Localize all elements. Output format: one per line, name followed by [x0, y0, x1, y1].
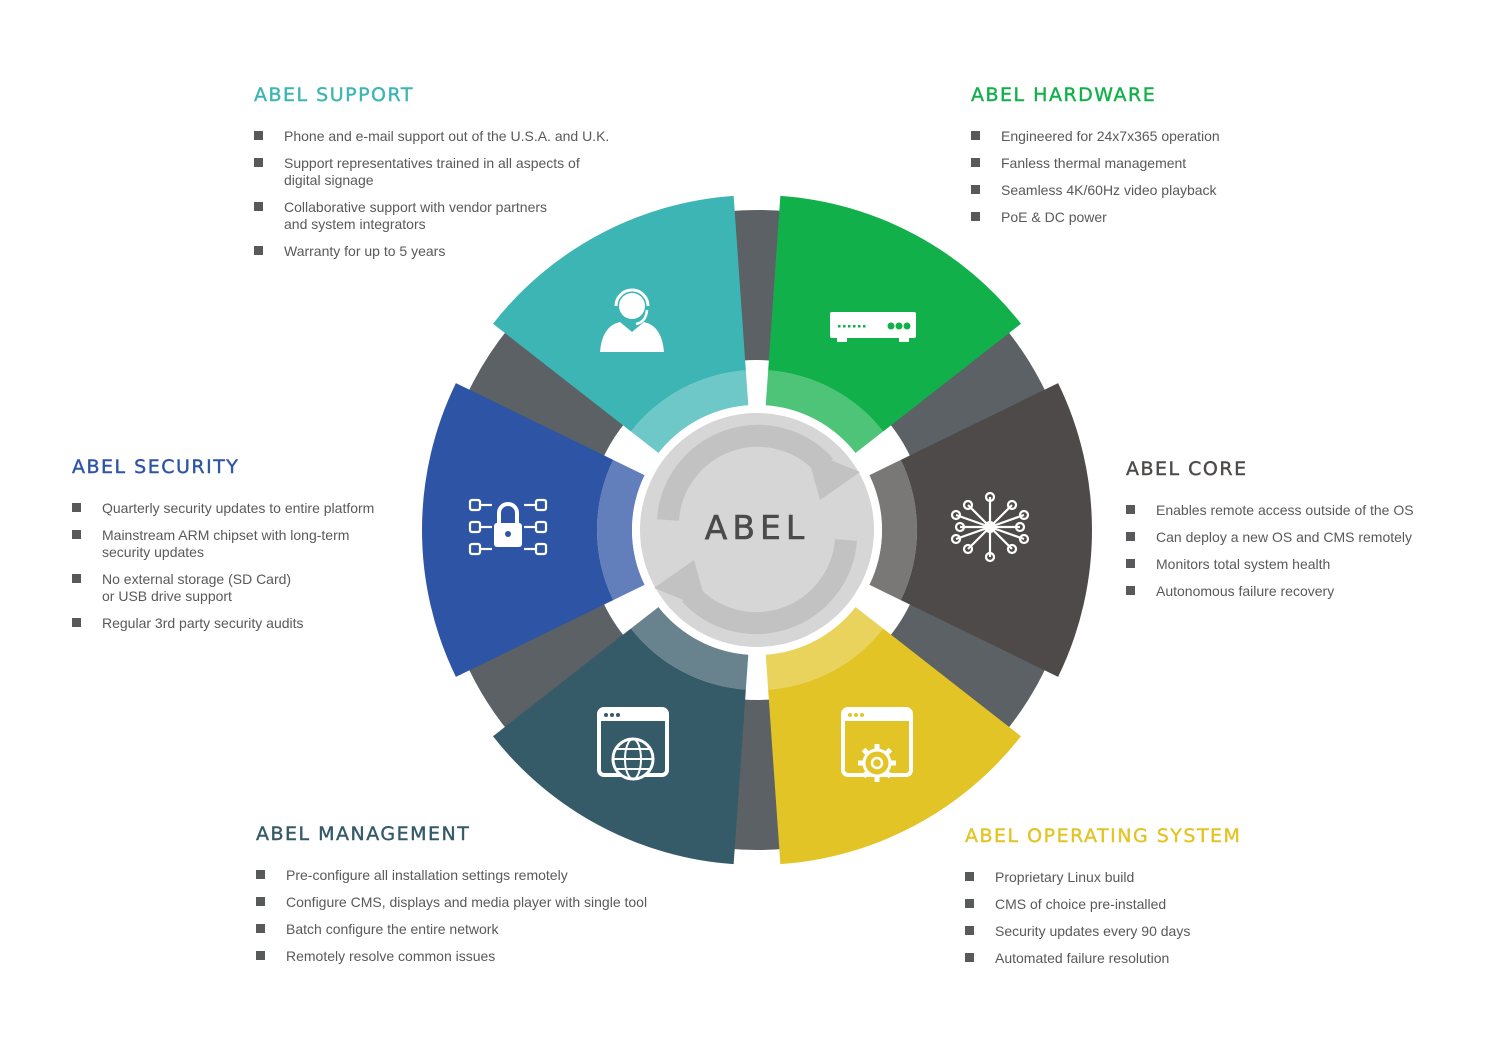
hardware-list-item: PoE & DC power — [971, 209, 1301, 226]
support-list-item: Warranty for up to 5 years — [254, 243, 634, 260]
management-list-item: Configure CMS, displays and media player… — [256, 894, 686, 911]
os-list-item-text: Automated failure resolution — [995, 950, 1170, 966]
security-list-item-text: security updates — [102, 544, 204, 560]
security-list-item-text: Mainstream ARM chipset with long-term — [102, 527, 350, 543]
management-list-item-text: Pre-configure all installation settings … — [286, 867, 568, 883]
core-list-item-text: Enables remote access outside of the OS — [1156, 502, 1414, 518]
support-list-item-text: digital signage — [284, 172, 374, 188]
security-list-item-text: Quarterly security updates to entire pla… — [102, 500, 375, 516]
hardware-list-item-text: PoE & DC power — [1001, 209, 1107, 225]
browser-globe-icon — [597, 707, 669, 781]
core-list-item-text: Can deploy a new OS and CMS remotely — [1156, 529, 1413, 545]
support-list-item-text: Collaborative support with vendor partne… — [284, 199, 548, 215]
os-list-item: Proprietary Linux build — [965, 869, 1345, 886]
security-inner-arc — [597, 459, 645, 601]
network-lock-icon — [468, 498, 548, 556]
support-list-item-text: Warranty for up to 5 years — [284, 243, 446, 259]
security-section: ABEL SECURITY Quarterly security updates… — [72, 456, 422, 642]
hardware-list-item: Seamless 4K/60Hz video playback — [971, 182, 1301, 199]
security-list-item: Regular 3rd party security audits — [72, 615, 422, 632]
os-list-item: Security updates every 90 days — [965, 923, 1345, 940]
core-section: ABEL CORE Enables remote access outside … — [1126, 458, 1456, 610]
support-list-item: Phone and e-mail support out of the U.S.… — [254, 128, 634, 145]
os-list-item-text: Security updates every 90 days — [995, 923, 1191, 939]
hardware-list-item-text: Engineered for 24x7x365 operation — [1001, 128, 1220, 144]
security-list-item-text: No external storage (SD Card) — [102, 571, 292, 587]
hardware-list-item: Engineered for 24x7x365 operation — [971, 128, 1301, 145]
media-player-icon — [830, 312, 916, 342]
core-list-item: Can deploy a new OS and CMS remotely — [1126, 529, 1456, 546]
core-list-item: Monitors total system health — [1126, 556, 1456, 573]
management-list-item-text: Remotely resolve common issues — [286, 948, 496, 964]
security-list-item: Quarterly security updates to entire pla… — [72, 500, 422, 517]
os-list-item: CMS of choice pre-installed — [965, 896, 1345, 913]
support-section: ABEL SUPPORT Phone and e-mail support ou… — [254, 84, 634, 270]
hardware-list-item-text: Fanless thermal management — [1001, 155, 1187, 171]
management-list: Pre-configure all installation settings … — [256, 867, 686, 965]
support-list: Phone and e-mail support out of the U.S.… — [254, 128, 634, 260]
os-list-item-text: Proprietary Linux build — [995, 869, 1135, 885]
support-agent-icon — [600, 288, 664, 352]
support-list-item-text: Support representatives trained in all a… — [284, 155, 580, 171]
management-list-item-text: Configure CMS, displays and media player… — [286, 894, 648, 910]
security-list-item: No external storage (SD Card)or USB driv… — [72, 571, 422, 605]
support-list-item: Support representatives trained in all a… — [254, 155, 634, 189]
management-list-item-text: Batch configure the entire network — [286, 921, 499, 937]
support-title: ABEL SUPPORT — [254, 84, 414, 106]
os-segment — [768, 628, 1021, 865]
hardware-section: ABEL HARDWARE Engineered for 24x7x365 op… — [971, 84, 1301, 236]
security-list-item-text: Regular 3rd party security audits — [102, 615, 304, 631]
hardware-title: ABEL HARDWARE — [971, 84, 1157, 106]
security-list: Quarterly security updates to entire pla… — [72, 500, 422, 632]
os-inner-arc — [765, 606, 884, 690]
os-list-item-text: CMS of choice pre-installed — [995, 896, 1167, 912]
security-title: ABEL SECURITY — [72, 456, 240, 478]
core-title: ABEL CORE — [1126, 458, 1248, 480]
core-list-item-text: Monitors total system health — [1156, 556, 1331, 572]
circuit-chip-icon — [950, 491, 1030, 563]
hardware-inner-arc — [765, 370, 884, 454]
center-logo: ABEL — [705, 508, 809, 547]
support-segment — [493, 195, 746, 432]
os-section: ABEL OPERATING SYSTEM Proprietary Linux … — [965, 825, 1345, 977]
management-list-item: Pre-configure all installation settings … — [256, 867, 686, 884]
support-list-item-text: Phone and e-mail support out of the U.S.… — [284, 128, 610, 144]
support-list-item-text: and system integrators — [284, 216, 426, 232]
support-list-item: Collaborative support with vendor partne… — [254, 199, 634, 233]
management-title: ABEL MANAGEMENT — [256, 823, 471, 845]
management-list-item: Batch configure the entire network — [256, 921, 686, 938]
hardware-list-item: Fanless thermal management — [971, 155, 1301, 172]
support-inner-arc — [630, 370, 749, 454]
core-list-item-text: Autonomous failure recovery — [1156, 583, 1335, 599]
security-list-item-text: or USB drive support — [102, 588, 232, 604]
management-inner-arc — [630, 606, 749, 690]
os-list-item: Automated failure resolution — [965, 950, 1345, 967]
hardware-list-item-text: Seamless 4K/60Hz video playback — [1001, 182, 1217, 198]
os-title: ABEL OPERATING SYSTEM — [965, 825, 1242, 847]
management-section: ABEL MANAGEMENT Pre-configure all instal… — [256, 823, 686, 975]
core-list-item: Autonomous failure recovery — [1126, 583, 1456, 600]
browser-gear-icon — [841, 707, 913, 782]
management-list-item: Remotely resolve common issues — [256, 948, 686, 965]
core-list: Enables remote access outside of the OS C… — [1126, 502, 1456, 600]
cycle-arrows-icon — [654, 424, 860, 635]
core-list-item: Enables remote access outside of the OS — [1126, 502, 1456, 519]
core-inner-arc — [869, 459, 918, 601]
